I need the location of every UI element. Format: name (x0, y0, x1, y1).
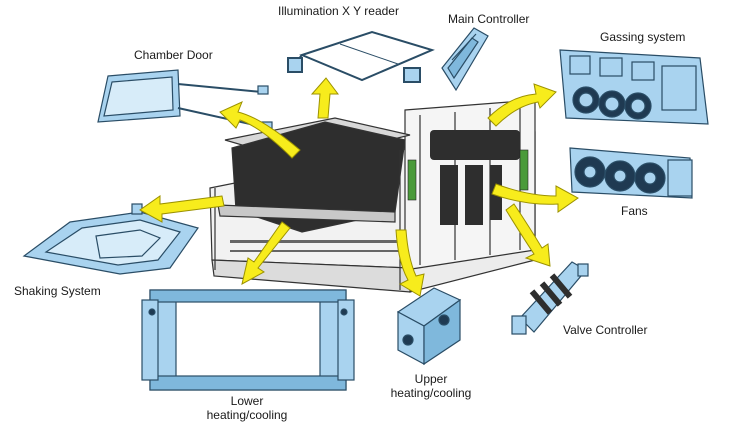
label-illumination-reader: Illumination X Y reader (278, 4, 399, 18)
fans-part (569, 147, 693, 199)
arrow-to-fans (491, 183, 579, 213)
arrow-to-shaking-system (139, 195, 225, 223)
valve-controller-part (511, 261, 589, 335)
label-gassing-system: Gassing system (600, 30, 686, 44)
central-instrument-body (209, 99, 536, 293)
label-lower-line2: heating/cooling (206, 408, 288, 422)
label-upper-line1: Upper (414, 372, 448, 386)
label-valve-controller: Valve Controller (563, 323, 648, 337)
arrow-to-valve-controller (505, 203, 551, 267)
label-upper-line2: heating/cooling (390, 386, 472, 400)
arrow-to-gassing-system (487, 83, 557, 127)
label-lower-line1: Lower (230, 394, 264, 408)
label-main-controller: Main Controller (448, 12, 530, 26)
chassis-vents (230, 240, 400, 252)
arrow-to-lower-heating (241, 221, 291, 285)
arrow-to-illumination-reader (310, 77, 339, 119)
upper-heating-cooling-part (396, 287, 462, 366)
arrow-to-upper-heating (395, 229, 425, 297)
main-controller-part (441, 27, 489, 92)
illumination-reader-part (287, 30, 435, 83)
label-lower-heating-cooling: Lower heating/cooling (206, 394, 288, 422)
explosion-arrows (139, 77, 579, 297)
shaking-system-part (22, 203, 199, 275)
lower-heating-cooling-part (141, 289, 355, 391)
arrow-to-chamber-door (219, 101, 301, 159)
gassing-system-part (559, 49, 709, 125)
label-fans: Fans (621, 204, 648, 218)
label-chamber-door: Chamber Door (134, 48, 213, 62)
circuit-boards (407, 149, 529, 201)
label-shaking-system: Shaking System (14, 284, 101, 298)
label-upper-heating-cooling: Upper heating/cooling (390, 372, 472, 400)
